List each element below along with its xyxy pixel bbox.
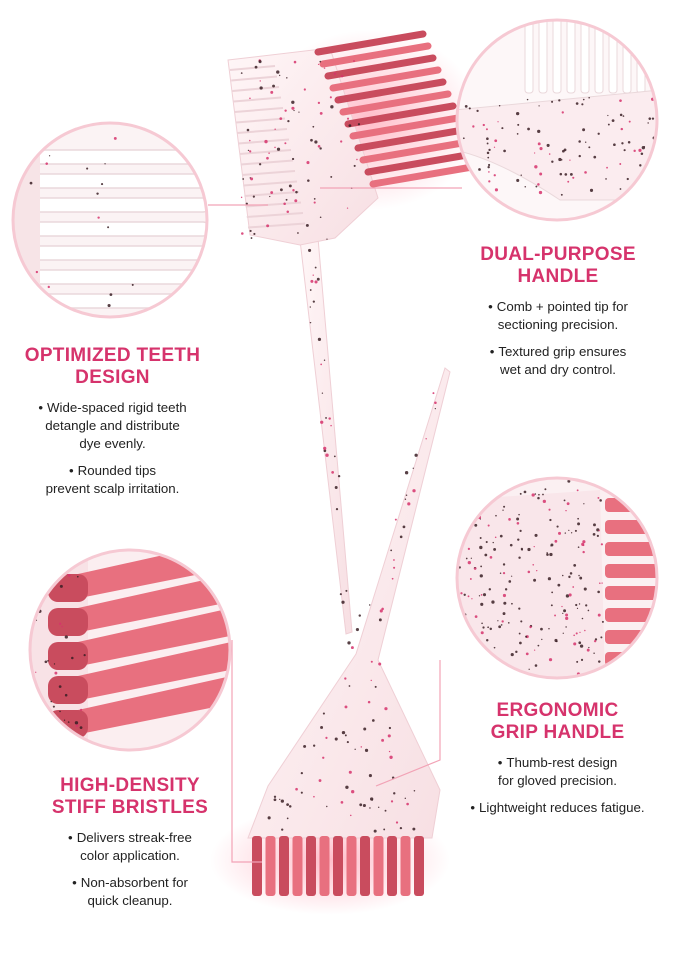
bullet-item: •Comb + pointed tip for sectioning preci…: [448, 298, 668, 334]
bullet-text: Lightweight reduces fatigue.: [479, 800, 645, 815]
bullet-dot: •: [68, 830, 73, 845]
bullet-item: •Wide-spaced rigid teeth detangle and di…: [0, 399, 225, 453]
title-line-1: DUAL-PURPOSE: [480, 244, 636, 265]
lower-glitter: [267, 392, 437, 833]
title-line-2: STIFF BRISTLES: [51, 797, 209, 818]
bullet-dot: •: [489, 344, 495, 359]
connector-bristles: [231, 640, 262, 863]
bullet-text: Rounded tips prevent scalp irritation.: [45, 463, 180, 496]
bullet-dot: •: [38, 400, 43, 415]
bullet-item: •Textured grip ensures wet and dry contr…: [448, 343, 668, 379]
bullet-text: Thumb-rest design for gloved precision.: [498, 755, 618, 788]
flat-brush: [210, 367, 451, 915]
bullet-text: Comb + pointed tip for sectioning precis…: [496, 299, 628, 332]
feature-title: HIGH-DENSITY STIFF BRISTLES: [20, 775, 240, 819]
connector-grip: [375, 660, 441, 787]
feature-title: ERGONOMIC GRIP HANDLE: [445, 700, 670, 744]
upper-bristles: [314, 30, 482, 188]
feature-ergonomic-grip: ERGONOMIC GRIP HANDLE •Thumb-rest design…: [445, 700, 670, 826]
bullet-item: •Rounded tips prevent scalp irritation.: [0, 462, 225, 498]
lower-handle: [247, 367, 451, 839]
connector-lines: [208, 187, 462, 863]
lower-bristles: [252, 836, 424, 896]
title-line-2: HANDLE: [517, 266, 599, 287]
zoom-grip: [455, 476, 659, 680]
title-line-1: OPTIMIZED TEETH: [24, 345, 201, 366]
zoom-handle: [455, 18, 659, 222]
zoom-bristles: [28, 548, 232, 752]
feature-title: DUAL-PURPOSE HANDLE: [448, 244, 668, 288]
comb-teeth: [229, 65, 306, 229]
bullet-item: •Lightweight reduces fatigue.: [445, 799, 670, 817]
title-line-1: HIGH-DENSITY: [60, 775, 200, 796]
feature-optimized-teeth: OPTIMIZED TEETH DESIGN •Wide-spaced rigi…: [0, 345, 225, 507]
pointed-tail: [299, 237, 353, 635]
bullet-item: •Delivers streak-free color application.: [20, 829, 240, 865]
bullet-text: Textured grip ensures wet and dry contro…: [498, 344, 627, 377]
bullet-dot: •: [470, 800, 476, 815]
feature-bullets: •Wide-spaced rigid teeth detangle and di…: [0, 399, 225, 498]
zoom-teeth: [11, 121, 209, 319]
bullet-dot: •: [488, 299, 493, 314]
bullet-dot: •: [68, 463, 74, 478]
upper-glitter: [240, 59, 361, 604]
feature-bullets: •Thumb-rest design for gloved precision.…: [445, 754, 670, 817]
title-line-2: GRIP HANDLE: [490, 722, 625, 743]
bullet-dot: •: [72, 875, 77, 890]
title-line-1: ERGONOMIC: [496, 700, 619, 721]
bullet-text: Wide-spaced rigid teeth detangle and dis…: [45, 400, 187, 451]
bullet-text: Delivers streak-free color application.: [76, 830, 192, 863]
title-line-2: DESIGN: [75, 367, 150, 388]
bullet-text: Non-absorbent for quick cleanup.: [80, 875, 188, 908]
feature-bullets: •Comb + pointed tip for sectioning preci…: [448, 298, 668, 379]
comb-brush: [227, 30, 482, 635]
feature-bullets: •Delivers streak-free color application.…: [20, 829, 240, 910]
feature-title: OPTIMIZED TEETH DESIGN: [0, 345, 225, 389]
feature-dual-purpose: DUAL-PURPOSE HANDLE •Comb + pointed tip …: [448, 244, 668, 388]
feature-high-density: HIGH-DENSITY STIFF BRISTLES •Delivers st…: [20, 775, 240, 919]
bullet-dot: •: [497, 755, 503, 770]
bullet-item: •Non-absorbent for quick cleanup.: [20, 874, 240, 910]
bullet-item: •Thumb-rest design for gloved precision.: [445, 754, 670, 790]
